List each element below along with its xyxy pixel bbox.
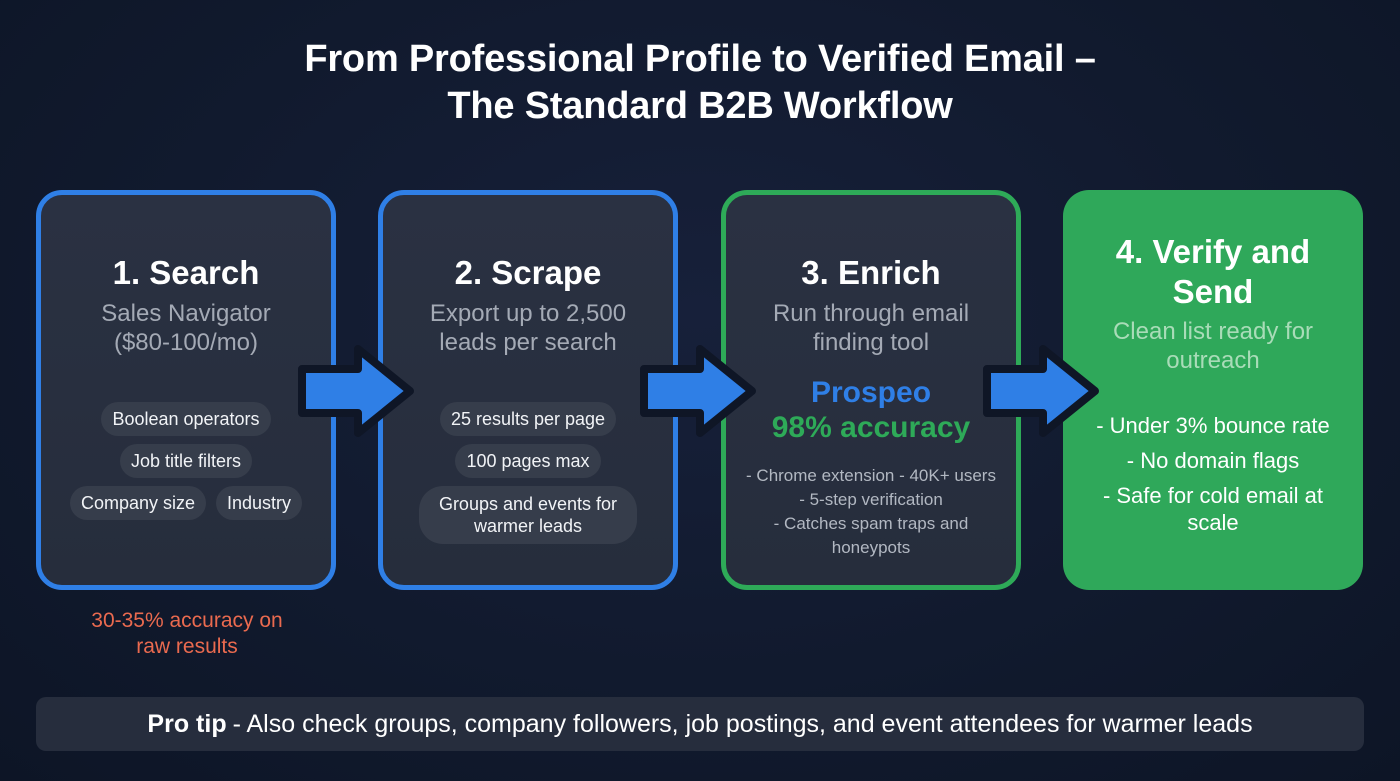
- chip-groups-events: Groups and events for warmer leads: [418, 486, 638, 544]
- step-subtitle-line-2: leads per search: [439, 329, 617, 356]
- warning-line-2: raw results: [136, 635, 238, 658]
- step-subtitle-line-1: Clean list ready for: [1112, 318, 1314, 345]
- step-card-search: 1. Search Sales Navigator ($80-100/mo) B…: [36, 190, 336, 590]
- step-subtitle-line-2: outreach: [1166, 347, 1260, 374]
- arrow-right-icon: [640, 345, 756, 437]
- pro-tip-banner: Pro tip - Also check groups, company fol…: [36, 697, 1364, 751]
- step-title: 1. Search: [112, 254, 260, 291]
- search-accuracy-warning: 30-35% accuracy on raw results: [62, 608, 312, 660]
- step-subtitle-line-1: Sales Navigator: [101, 300, 271, 327]
- note-verification: - 5-step verification: [799, 490, 943, 509]
- step-subtitle-line-1: Run through email: [772, 300, 970, 327]
- step-card-verify-send: 4. Verify and Send Clean list ready for …: [1063, 190, 1363, 590]
- arrow-right-icon: [298, 345, 414, 437]
- arrow-right-icon: [983, 345, 1099, 437]
- step-subtitle: Sales Navigator ($80-100/mo): [41, 299, 331, 357]
- note-chrome-extension: - Chrome extension - 40K+ users: [746, 466, 996, 485]
- bullet-bounce-rate: - Under 3% bounce rate: [1096, 413, 1330, 438]
- title-line-2: The Standard B2B Workflow: [447, 85, 953, 127]
- chip-boolean-operators: Boolean operators: [101, 402, 271, 436]
- tool-name: Prospeo: [810, 376, 932, 409]
- step-subtitle-line-2: finding tool: [812, 329, 930, 356]
- chip-company-size: Company size: [69, 486, 206, 520]
- chip-results-per-page: 25 results per page: [439, 402, 617, 436]
- chip-list: Boolean operators Job title filters Comp…: [41, 402, 331, 528]
- tool-accuracy: 98% accuracy: [771, 411, 971, 444]
- step-title: 3. Enrich: [801, 254, 941, 291]
- page-title: From Professional Profile to Verified Em…: [0, 36, 1400, 130]
- step-title: 4. Verify and Send: [1063, 232, 1363, 312]
- chip-job-title-filters: Job title filters: [119, 444, 253, 478]
- step-title: 2. Scrape: [454, 254, 602, 291]
- chip-pages-max: 100 pages max: [455, 444, 601, 478]
- step-card-enrich: 3. Enrich Run through email finding tool…: [721, 190, 1021, 590]
- bullet-domain-flags: - No domain flags: [1126, 448, 1300, 473]
- chip-list: 25 results per page 100 pages max Groups…: [383, 402, 673, 552]
- step-title-line-1: 4. Verify and: [1115, 233, 1311, 270]
- chip-industry: Industry: [216, 486, 303, 520]
- pro-tip-text: - Also check groups, company followers, …: [232, 709, 1253, 738]
- step-subtitle: Export up to 2,500 leads per search: [383, 299, 673, 357]
- step-subtitle-line-1: Export up to 2,500: [429, 300, 627, 327]
- step-subtitle: Clean list ready for outreach: [1063, 317, 1363, 375]
- bullet-cold-email-cont: scale: [1187, 510, 1239, 535]
- step-card-scrape: 2. Scrape Export up to 2,500 leads per s…: [378, 190, 678, 590]
- title-line-1: From Professional Profile to Verified Em…: [304, 38, 1096, 80]
- note-honeypots: honeypots: [831, 538, 911, 557]
- step-subtitle: Run through email finding tool: [726, 299, 1016, 357]
- note-spam-traps: - Catches spam traps and: [773, 514, 969, 533]
- result-bullets: - Under 3% bounce rate - No domain flags…: [1063, 412, 1363, 544]
- warning-line-1: 30-35% accuracy on: [91, 609, 283, 632]
- step-title-line-2: Send: [1172, 273, 1254, 310]
- pro-tip-label: Pro tip: [147, 709, 227, 738]
- tool-notes: - Chrome extension - 40K+ users - 5-step…: [726, 464, 1016, 560]
- bullet-cold-email: - Safe for cold email at: [1102, 483, 1324, 508]
- step-subtitle-line-2: ($80-100/mo): [113, 329, 259, 356]
